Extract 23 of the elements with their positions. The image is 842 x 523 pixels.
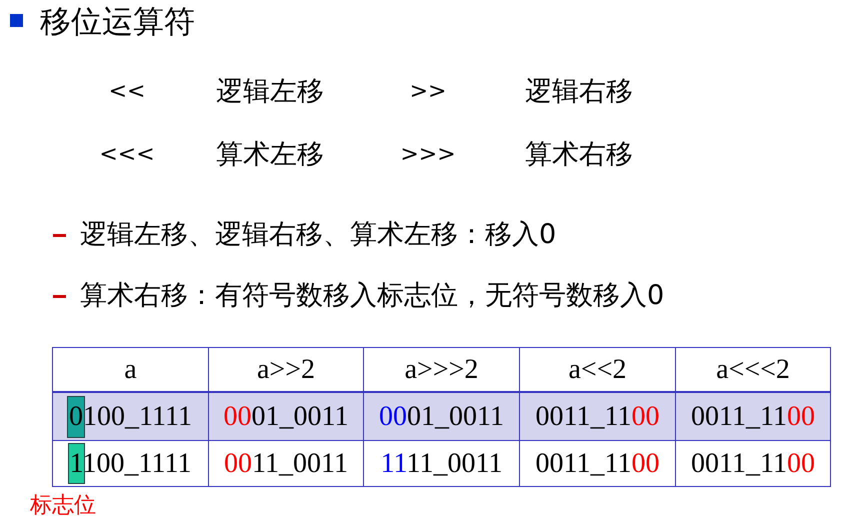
table-cell: 0001_0011 [363, 393, 520, 441]
header-cell: a<<<2 [675, 347, 831, 394]
table-cell: 1100_1111 [52, 440, 209, 487]
header-cell: a<<2 [519, 347, 676, 394]
table-cell: 0011_1100 [519, 393, 676, 441]
slide-title: 移位运算符 [40, 3, 195, 42]
operator-name: 逻辑右移 [525, 75, 633, 109]
operator-symbol: << [108, 78, 146, 106]
operator-symbol: <<< [98, 141, 156, 169]
header-cell: a>>2 [208, 347, 364, 394]
table-cell: 0011_1100 [675, 440, 831, 487]
bullet-text: 逻辑左移、逻辑右移、算术左移：移入0 [80, 218, 556, 252]
operator-symbol: >>> [399, 141, 457, 169]
flag-bit-label: 标志位 [30, 491, 96, 519]
bullet-text: 算术右移：有符号数移入标志位，无符号数移入0 [80, 279, 664, 313]
header-cell: a>>>2 [363, 347, 520, 394]
header-cell: a [52, 347, 209, 394]
table-cell: 0001_0011 [208, 393, 364, 441]
operator-symbol: >> [408, 78, 448, 106]
operator-name: 算术右移 [525, 138, 633, 172]
operator-name: 算术左移 [216, 138, 324, 172]
table-cell: 0011_1100 [675, 393, 831, 441]
operator-name: 逻辑左移 [216, 75, 324, 109]
